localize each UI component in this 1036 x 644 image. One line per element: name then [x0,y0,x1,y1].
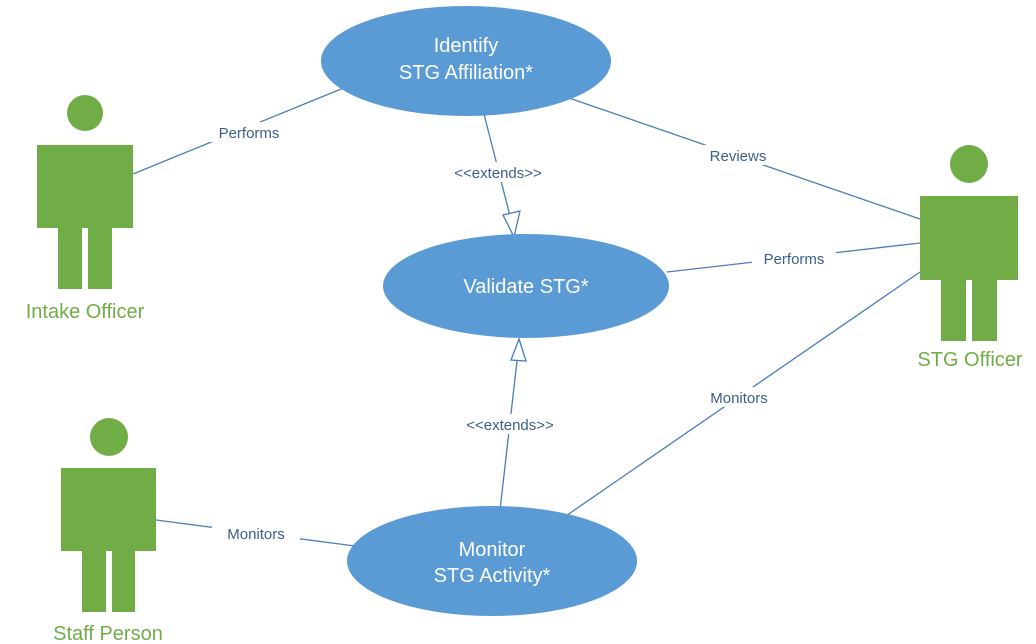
actor-intake-officer-label: Intake Officer [26,301,145,323]
use-case-validate[interactable]: Validate STG* [383,234,669,338]
use-case-identify-line1: Identify [434,35,498,57]
extends-arrowhead-top [502,210,521,239]
use-case-monitor-line1: Monitor [459,539,526,561]
actor-stg-officer[interactable]: STG Officer [917,145,1023,371]
use-case-identify[interactable]: Identify STG Affiliation* [321,6,611,116]
actor-intake-officer[interactable]: Intake Officer [26,95,145,323]
use-case-monitor[interactable]: Monitor STG Activity* [347,506,637,616]
label-intake-performs: Performs [219,125,280,142]
label-stg-monitors: Monitors [710,390,768,407]
actor-stg-officer-label: STG Officer [917,349,1023,371]
use-case-validate-label: Validate STG* [463,276,588,298]
use-case-monitor-line2: STG Activity* [434,565,551,587]
actor-intake-officer-icon [37,95,133,289]
extends-line-monitor-validate [499,360,518,511]
extends-arrowhead-bottom [510,337,527,362]
actor-stg-officer-icon [920,145,1018,341]
association-labels: Performs Reviews Performs Monitors Monit… [207,122,836,543]
label-stg-reviews: Reviews [710,148,767,165]
label-staff-monitors: Monitors [227,526,285,543]
actor-staff-person-label: Staff Person [53,623,163,644]
label-stg-performs: Performs [764,251,825,268]
label-extends-top: <<extends>> [454,165,542,182]
actor-staff-person[interactable]: Staff Person [53,418,163,644]
use-case-identify-line2: STG Affiliation* [399,62,533,84]
actor-staff-person-icon [61,418,156,612]
label-extends-bottom: <<extends>> [466,417,554,434]
